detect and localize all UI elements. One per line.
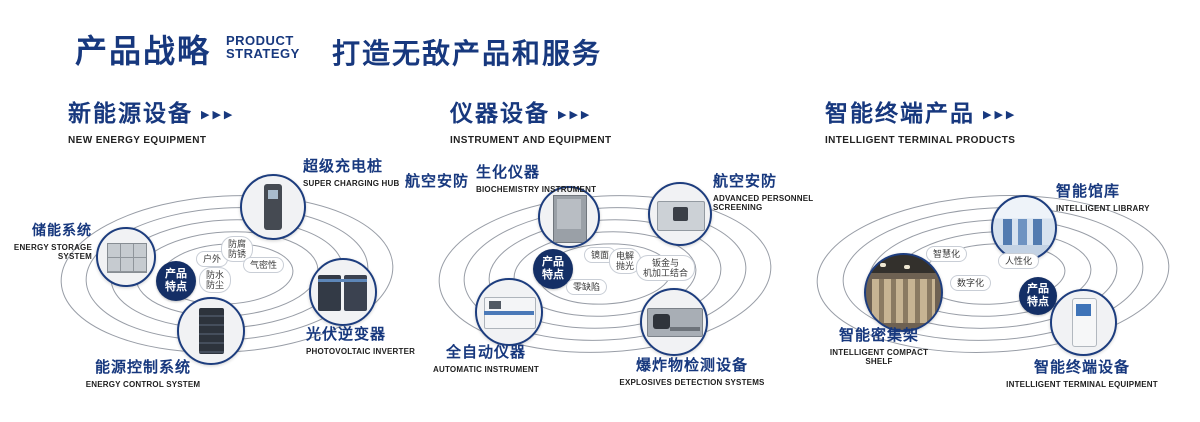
orbit-rings-terminal [816, 195, 1170, 353]
product-name-en: INTELLIGENT COMPACT SHELF [829, 348, 929, 366]
product-name: 储能系统 [32, 222, 92, 238]
inverter-cabinet-left [318, 275, 341, 311]
product-photo-super-charging-hub [240, 174, 306, 240]
section-header-instrument: 仪器设备 ▶▶▶ INSTRUMENT AND EQUIPMENT [450, 94, 611, 146]
product-name: 爆炸物检测设备 [635, 357, 748, 374]
product-name: 全自动仪器 [445, 344, 526, 361]
product-name-en: INTELLIGENT LIBRARY [1056, 204, 1150, 213]
analyzer-blue-strip [484, 311, 534, 315]
storage-cabinet-shape [107, 243, 147, 273]
section-header-new-energy: 新能源设备 ▶▶▶ NEW ENERGY EQUIPMENT [68, 94, 235, 146]
inverter-cabinet-right [344, 275, 367, 311]
feature-bubble: 气密性 [243, 257, 285, 273]
section-title-terminal: 智能终端产品 [825, 100, 975, 126]
feature-bubble: 零缺陷 [566, 279, 608, 295]
triple-arrow-icon: ▶▶▶ [201, 109, 236, 121]
library-shelf-bar [1033, 219, 1042, 245]
label-energy-storage: 储能系统 ENERGY STORAGE SYSTEM [6, 220, 92, 261]
section-subtitle-terminal: INTELLIGENT TERMINAL PRODUCTS [825, 135, 1016, 146]
section-title-new-energy: 新能源设备 [68, 100, 193, 126]
label-photovoltaic-inverter: 光伏逆变器 PHOTOVOLTAIC INVERTER [306, 323, 415, 356]
product-photo-personnel-screening [648, 182, 712, 246]
kiosk-screen [1076, 304, 1091, 316]
product-name: 智能密集架 [838, 327, 919, 344]
library-shelf-bar [1003, 219, 1012, 245]
page-title: 产品战略 [75, 33, 212, 69]
feature-bubble: 数字化 [950, 275, 992, 291]
page-title-english: PRODUCT STRATEGY [226, 34, 300, 60]
product-photo-terminal-equipment [1050, 289, 1117, 356]
label-compact-shelf: 智能密集架 INTELLIGENT COMPACT SHELF [820, 324, 938, 366]
product-photo-biochemistry [538, 186, 600, 248]
product-features-badge: 产品 特点 [1019, 277, 1057, 315]
screening-machine-slot [673, 207, 688, 221]
label-aviation-security-right: 航空安防 ADVANCED PERSONNEL SCREENING [713, 170, 813, 212]
ceiling-light [880, 263, 886, 267]
inverter-light-strip [318, 279, 367, 282]
label-energy-control: 能源控制系统 ENERGY CONTROL SYSTEM [78, 356, 208, 389]
label-automatic-instrument: 全自动仪器 AUTOMATIC INSTRUMENT [426, 341, 546, 374]
product-name: 智能终端设备 [1033, 359, 1130, 376]
feature-bubble: 钣金与 机加工结合 [636, 255, 696, 281]
page-title-en-line2: STRATEGY [226, 46, 300, 61]
product-name: 能源控制系统 [94, 359, 191, 376]
compact-shelf-panels [872, 279, 935, 323]
product-photo-photovoltaic-inverter [309, 258, 377, 326]
label-terminal-equipment: 智能终端设备 INTELLIGENT TERMINAL EQUIPMENT [1002, 356, 1162, 389]
product-name-en: EXPLOSIVES DETECTION SYSTEMS [619, 378, 765, 387]
section-title-instrument: 仪器设备 [450, 100, 550, 126]
product-name-en: ENERGY STORAGE SYSTEM [13, 243, 92, 261]
product-name-en: SUPER CHARGING HUB [303, 179, 400, 188]
analyzer-screen [489, 301, 501, 309]
xray-scanner-tunnel [653, 314, 670, 329]
product-photo-energy-storage [96, 227, 156, 287]
label-explosives-detection: 爆炸物检测设备 EXPLOSIVES DETECTION SYSTEMS [612, 354, 772, 387]
triple-arrow-icon: ▶▶▶ [983, 109, 1018, 121]
feature-bubble: 智慧化 [926, 246, 968, 262]
charging-pile-screen [268, 190, 278, 199]
product-name-en: BIOCHEMISTRY INSTRUMENT [476, 185, 597, 194]
product-name: 生化仪器 [476, 164, 541, 181]
product-name: 光伏逆变器 [306, 326, 387, 343]
product-name-en: AUTOMATIC INSTRUMENT [433, 365, 539, 374]
feature-bubble: 电解 抛光 [609, 248, 642, 274]
feature-bubble: 人性化 [998, 253, 1040, 269]
product-name: 超级充电桩 [303, 158, 384, 175]
section-subtitle-new-energy: NEW ENERGY EQUIPMENT [68, 135, 207, 146]
section-subtitle-instrument: INSTRUMENT AND EQUIPMENT [450, 135, 612, 146]
control-cabinet-shape [199, 308, 224, 354]
product-photo-automatic-instrument [475, 278, 543, 346]
triple-arrow-icon: ▶▶▶ [558, 109, 593, 121]
product-features-badge: 产品 特点 [533, 249, 573, 289]
xray-conveyor-belt [670, 327, 700, 331]
product-name: 航空安防 [405, 173, 470, 190]
product-name-en: INTELLIGENT TERMINAL EQUIPMENT [1006, 380, 1158, 389]
section-header-terminal: 智能终端产品 ▶▶▶ INTELLIGENT TERMINAL PRODUCTS [825, 94, 1017, 146]
label-super-charging-hub: 超级充电桩 SUPER CHARGING HUB [303, 155, 400, 188]
page-title-en-line1: PRODUCT [226, 33, 294, 48]
biochem-cabinet-door [557, 199, 581, 229]
slogan-text: 打造无敌产品和服务 [332, 38, 603, 69]
feature-bubble: 防水 防尘 [199, 267, 232, 293]
product-photo-intelligent-library [991, 195, 1057, 261]
product-name: 智能馆库 [1056, 183, 1121, 200]
product-features-badge: 产品 特点 [156, 261, 196, 301]
product-name-en: ENERGY CONTROL SYSTEM [85, 380, 201, 389]
product-name: 航空安防 [713, 173, 778, 190]
product-name-en: ADVANCED PERSONNEL SCREENING [713, 194, 814, 212]
label-biochemistry: 生化仪器 BIOCHEMISTRY INSTRUMENT [476, 161, 596, 194]
library-shelf-bar [1018, 219, 1027, 245]
ceiling-light [904, 265, 910, 269]
product-photo-energy-control [177, 297, 245, 365]
product-photo-compact-shelf [864, 253, 943, 332]
product-name-en: PHOTOVOLTAIC INVERTER [306, 347, 416, 356]
label-intelligent-library: 智能馆库 INTELLIGENT LIBRARY [1056, 180, 1150, 213]
product-photo-explosives-detection [640, 288, 708, 356]
label-aviation-security-left: 航空安防 [405, 170, 469, 191]
